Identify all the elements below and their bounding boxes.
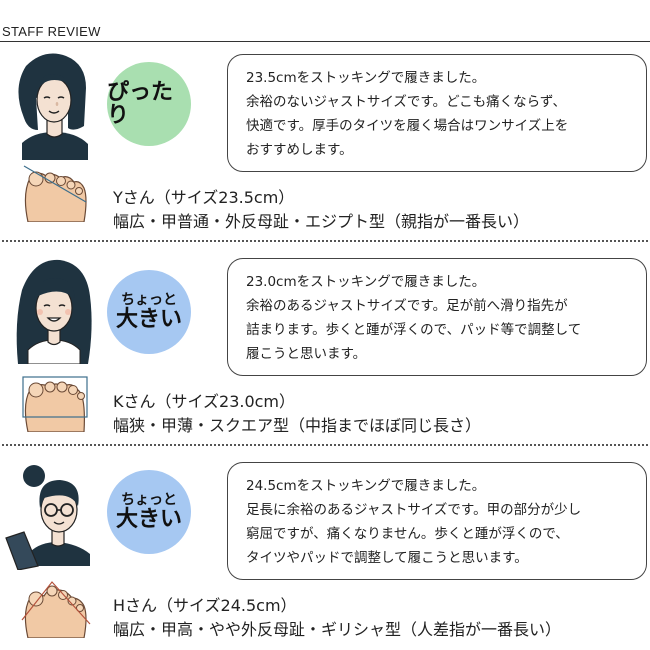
comment-line: タイツやパッドで調整して履こうと思います。	[246, 550, 528, 566]
comment-line: 快適です。厚手のタイツを履く場合はワンサイズ上を	[246, 118, 569, 134]
staff-name: Yさん（サイズ23.5cm）	[113, 188, 295, 207]
foot-description: 幅狭・甲薄・スクエア型（中指までほぼ同じ長さ）	[113, 416, 482, 435]
foot-shape-square-icon	[22, 376, 88, 432]
comment-line: 足長に余裕のあるジャストサイズです。甲の部分が少し	[246, 502, 582, 518]
comment-line: 履こうと思います。	[246, 346, 367, 362]
comment-line: 余裕のないジャストサイズです。どこも痛くならず、	[246, 94, 566, 110]
header: STAFF REVIEW	[0, 0, 650, 42]
header-rule	[0, 41, 650, 42]
comment-line: 24.5cmをストッキングで履きました。	[246, 478, 486, 494]
section-divider	[2, 240, 648, 242]
fit-badge-small-label: ちょっと	[121, 491, 177, 508]
foot-shape-egyptian-icon	[23, 165, 87, 222]
comment-bubble: 23.0cmをストッキングで履きました。 余裕のあるジャストサイズです。足が前へ…	[211, 258, 647, 376]
comment-line: 23.0cmをストッキングで履きました。	[246, 274, 486, 290]
fit-badge-label: ぴったり	[107, 79, 174, 128]
comment-line: 23.5cmをストッキングで履きました。	[246, 70, 486, 86]
review-card-h: ちょっと 大きい 24.5cmをストッキングで履きました。 足長に余裕のあるジャ…	[0, 450, 650, 650]
fit-badge: ぴったり	[107, 62, 191, 146]
comment-bubble: 24.5cmをストッキングで履きました。 足長に余裕のあるジャストサイズです。甲…	[211, 462, 647, 580]
staff-avatar-long-hair	[16, 259, 92, 364]
section-divider	[2, 444, 648, 446]
fit-badge-label: 大きい	[115, 507, 182, 533]
comment-bubble: 23.5cmをストッキングで履きました。 余裕のないジャストサイズです。どこも痛…	[211, 54, 647, 172]
foot-shape-greek-icon	[21, 581, 91, 638]
staff-avatar-bun-glasses	[5, 465, 90, 570]
page-title: STAFF REVIEW	[2, 24, 101, 39]
staff-avatar-short-hair	[18, 53, 88, 160]
fit-badge-small-label: ちょっと	[121, 291, 177, 308]
fit-badge: ちょっと 大きい	[107, 470, 191, 554]
staff-name: Hさん（サイズ24.5cm）	[113, 596, 297, 615]
staff-name: Kさん（サイズ23.0cm）	[113, 392, 296, 411]
foot-description: 幅広・甲普通・外反母趾・エジプト型（親指が一番長い）	[113, 212, 530, 231]
comment-line: 余裕のあるジャストサイズです。足が前へ滑り指先が	[246, 298, 568, 314]
fit-badge-label: 大きい	[115, 307, 182, 333]
review-card-k: ちょっと 大きい 23.0cmをストッキングで履きました。 余裕のあるジャストサ…	[0, 246, 650, 442]
comment-line: 窮屈ですが、痛くなりません。歩くと踵が浮くので、	[246, 526, 569, 542]
foot-description: 幅広・甲高・やや外反母趾・ギリシャ型（人差指が一番長い）	[113, 620, 562, 639]
review-card-y: ぴったり 23.5cmをストッキングで履きました。 余裕のないジャストサイズです…	[0, 42, 650, 242]
fit-badge: ちょっと 大きい	[107, 270, 191, 354]
comment-line: 詰まります。歩くと踵が浮くので、パッド等で調整して	[246, 322, 582, 338]
comment-line: おすすめします。	[246, 142, 353, 158]
